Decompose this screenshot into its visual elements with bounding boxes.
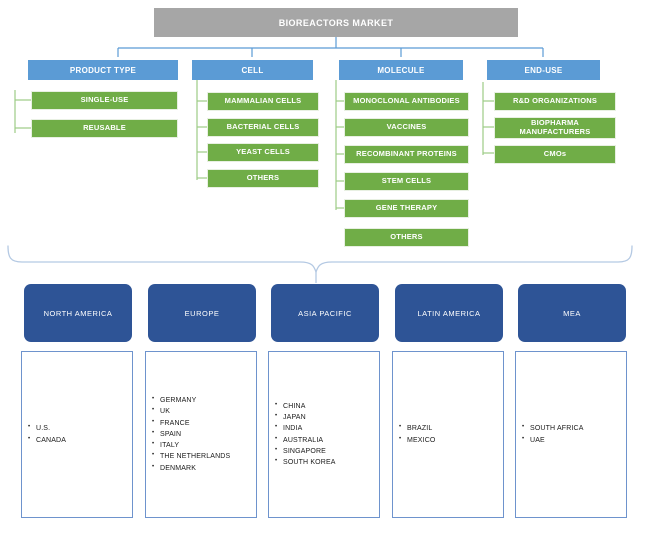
category-header-molecule[interactable]: MOLECULE: [339, 60, 463, 80]
list-item: AUSTRALIA: [275, 435, 379, 446]
category-header-end-use[interactable]: END-USE: [487, 60, 600, 80]
region-body-europe: GERMANY UK FRANCE SPAIN ITALY THE NETHER…: [145, 351, 257, 518]
region-header-mea[interactable]: MEA: [518, 284, 626, 342]
region-body-latin-america: BRAZIL MEXICO: [392, 351, 504, 518]
list-item: SPAIN: [152, 429, 256, 440]
list-item: BRAZIL: [399, 423, 503, 434]
list-item: SOUTH AFRICA: [522, 423, 626, 434]
leaf-cell-others[interactable]: OTHERS: [207, 169, 319, 188]
list-item: DENMARK: [152, 463, 256, 474]
region-header-asia-pacific[interactable]: ASIA PACIFIC: [271, 284, 379, 342]
region-country-list-north-america: U.S. CANADA: [22, 423, 132, 446]
root-title-bar: BIOREACTORS MARKET: [154, 8, 518, 37]
region-body-mea: SOUTH AFRICA UAE: [515, 351, 627, 518]
leaf-monoclonal-antibodies[interactable]: MONOCLONAL ANTIBODIES: [344, 92, 469, 111]
list-item: UK: [152, 406, 256, 417]
region-country-list-europe: GERMANY UK FRANCE SPAIN ITALY THE NETHER…: [146, 395, 256, 474]
list-item: CANADA: [28, 435, 132, 446]
list-item: FRANCE: [152, 418, 256, 429]
region-body-north-america: U.S. CANADA: [21, 351, 133, 518]
region-country-list-latin-america: BRAZIL MEXICO: [393, 423, 503, 446]
list-item: U.S.: [28, 423, 132, 434]
leaf-vaccines[interactable]: VACCINES: [344, 118, 469, 137]
leaf-single-use[interactable]: SINGLE-USE: [31, 91, 178, 110]
list-item: CHINA: [275, 401, 379, 412]
leaf-molecule-others[interactable]: OTHERS: [344, 228, 469, 247]
list-item: ITALY: [152, 440, 256, 451]
list-item: INDIA: [275, 423, 379, 434]
list-item: UAE: [522, 435, 626, 446]
list-item: MEXICO: [399, 435, 503, 446]
leaf-mammalian-cells[interactable]: MAMMALIAN CELLS: [207, 92, 319, 111]
leaf-reusable[interactable]: REUSABLE: [31, 119, 178, 138]
region-country-list-asia-pacific: CHINA JAPAN INDIA AUSTRALIA SINGAPORE SO…: [269, 401, 379, 469]
leaf-stem-cells[interactable]: STEM CELLS: [344, 172, 469, 191]
category-header-product-type[interactable]: PRODUCT TYPE: [28, 60, 178, 80]
leaf-bacterial-cells[interactable]: BACTERIAL CELLS: [207, 118, 319, 137]
region-country-list-mea: SOUTH AFRICA UAE: [516, 423, 626, 446]
list-item: SOUTH KOREA: [275, 457, 379, 468]
leaf-gene-therapy[interactable]: GENE THERAPY: [344, 199, 469, 218]
list-item: THE NETHERLANDS: [152, 451, 256, 462]
leaf-yeast-cells[interactable]: YEAST CELLS: [207, 143, 319, 162]
region-header-europe[interactable]: EUROPE: [148, 284, 256, 342]
category-header-cell[interactable]: CELL: [192, 60, 313, 80]
list-item: SINGAPORE: [275, 446, 379, 457]
list-item: GERMANY: [152, 395, 256, 406]
list-item: JAPAN: [275, 412, 379, 423]
leaf-recombinant-proteins[interactable]: RECOMBINANT PROTEINS: [344, 145, 469, 164]
region-header-latin-america[interactable]: LATIN AMERICA: [395, 284, 503, 342]
leaf-biopharma-manufacturers[interactable]: BIOPHARMA MANUFACTURERS: [494, 117, 616, 139]
leaf-rd-organizations[interactable]: R&D ORGANIZATIONS: [494, 92, 616, 111]
leaf-cmos[interactable]: CMOs: [494, 145, 616, 164]
region-body-asia-pacific: CHINA JAPAN INDIA AUSTRALIA SINGAPORE SO…: [268, 351, 380, 518]
region-header-north-america[interactable]: NORTH AMERICA: [24, 284, 132, 342]
